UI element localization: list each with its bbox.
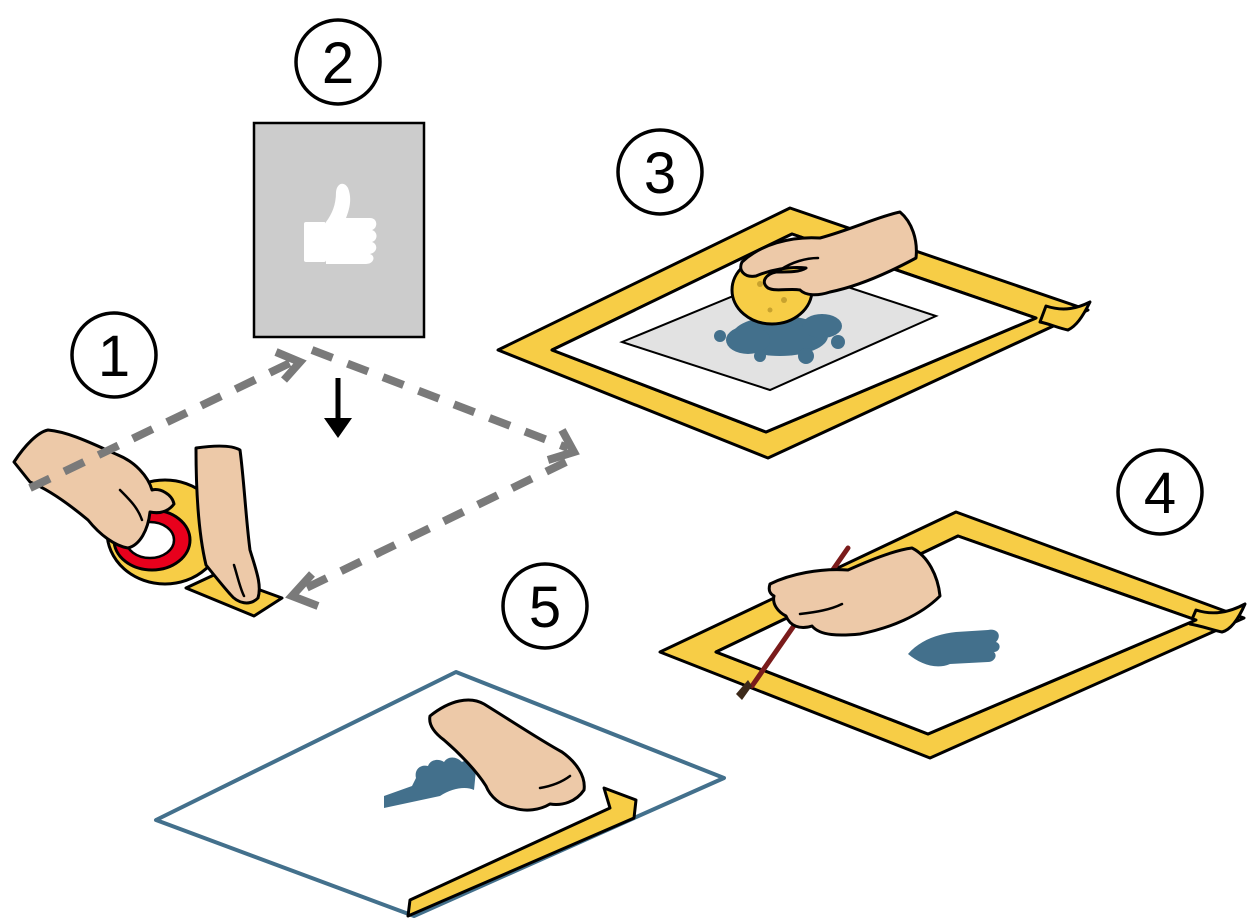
step-5-circle xyxy=(501,562,589,650)
step-2-circle xyxy=(294,18,382,106)
flow-arrow-3-to-1 xyxy=(296,458,568,596)
hand-pressing-tape xyxy=(194,444,261,605)
thumbs-up-icon xyxy=(304,183,377,264)
step-3: 3 xyxy=(496,128,1092,460)
flow-arrows xyxy=(28,346,580,610)
flow-arrow-2-to-3 xyxy=(310,346,570,452)
down-arrow-icon xyxy=(324,378,352,438)
step-4-circle xyxy=(1116,448,1204,536)
step-2-label: 2 xyxy=(294,18,382,106)
step-2-number: 2 xyxy=(322,31,354,96)
step-3-number: 3 xyxy=(644,141,676,206)
painted-thumbs-motif-step-4 xyxy=(908,629,1000,667)
step-3-circle xyxy=(616,128,704,216)
painted-thumbs-motif-step-5 xyxy=(384,757,476,808)
step-1-circle xyxy=(70,311,158,399)
step-4-label: 4 xyxy=(1116,448,1204,536)
step-4: 4 xyxy=(658,448,1247,760)
step-2: 2 xyxy=(252,18,426,438)
peeling-tape-strip xyxy=(406,786,638,918)
paint-splotch xyxy=(714,314,845,364)
step-4-number: 4 xyxy=(1144,461,1176,526)
hand-holding-sponge xyxy=(739,210,918,297)
hand-peeling-tape xyxy=(428,698,586,812)
step-1: 1 xyxy=(12,311,284,618)
step-1-number: 1 xyxy=(98,324,130,389)
step-5-label: 5 xyxy=(501,562,589,650)
step-3-label: 3 xyxy=(616,128,704,216)
step-5: 5 xyxy=(154,562,726,918)
step-5-number: 5 xyxy=(529,575,561,640)
step-1-label: 1 xyxy=(70,311,158,399)
hand-holding-tape xyxy=(12,428,176,550)
flow-arrow-1-to-2 xyxy=(28,358,294,492)
